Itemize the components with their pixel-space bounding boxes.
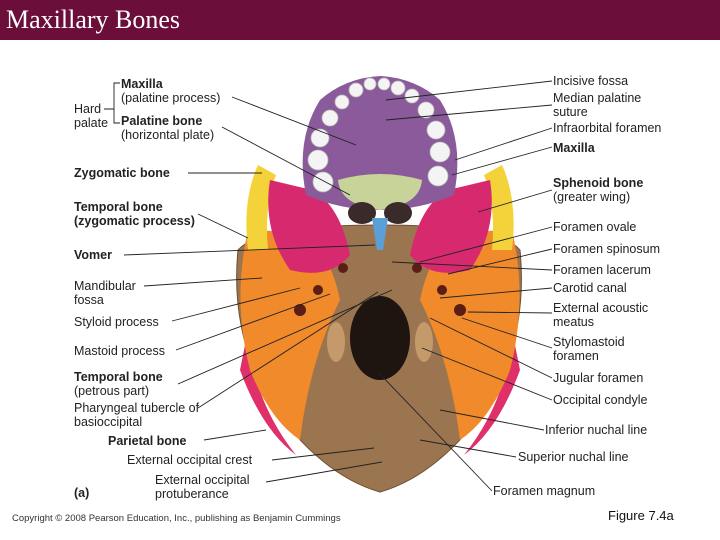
label-maxilla-left-text: Maxilla — [121, 77, 163, 91]
teeth — [307, 77, 451, 193]
label-sphenoid-text: Sphenoid bone — [553, 176, 644, 190]
copyright-text: Copyright © 2008 Pearson Education, Inc.… — [12, 513, 341, 524]
label-hard-palate: Hard palate — [74, 102, 109, 130]
label-maxilla-left-sub: (palatine process) — [121, 91, 221, 105]
label-temporal-zygomatic-sub: (zygomatic process) — [74, 214, 195, 228]
label-jugular-foramen: Jugular foramen — [553, 371, 644, 385]
figure-label: Figure 7.4a — [608, 508, 674, 523]
label-median-palatine-suture: Median palatine suture — [553, 91, 642, 119]
label-palatine-sub: (horizontal plate) — [121, 128, 215, 142]
label-sphenoid-sub: (greater wing) — [553, 190, 631, 204]
label-superior-nuchal-line: Superior nuchal line — [518, 450, 629, 464]
occipital-condyle-left — [327, 322, 345, 362]
vomer-shape — [372, 218, 388, 250]
label-temporal-zygomatic: Temporal bone (zygomatic process) — [74, 200, 195, 228]
skull-inferior-view — [104, 76, 553, 493]
label-incisive-fossa: Incisive fossa — [553, 74, 629, 88]
occipital-condyle-right — [415, 322, 433, 362]
sphenoid-left-shape — [268, 180, 350, 273]
label-maxilla-left: Maxilla (palatine process) — [121, 77, 220, 105]
label-inferior-nuchal-line: Inferior nuchal line — [545, 423, 648, 437]
foramina — [294, 263, 466, 316]
label-carotid-canal: Carotid canal — [553, 281, 627, 295]
label-occipital-condyle: Occipital condyle — [553, 393, 648, 407]
label-ext-occipital-protuberance: External occipital protuberance — [155, 473, 250, 501]
label-foramen-lacerum: Foramen lacerum — [553, 263, 651, 277]
label-ext-occipital-crest: External occipital crest — [127, 453, 253, 467]
zygomatic-right-shape — [484, 165, 514, 250]
label-external-acoustic-meatus: External acoustic meatus — [553, 301, 649, 329]
sphenoid-right-shape — [410, 180, 492, 273]
label-mastoid: Mastoid process — [74, 344, 166, 358]
left-choana — [348, 202, 376, 224]
label-stylomastoid-foramen: Stylomastoid foramen — [553, 335, 625, 363]
label-styloid: Styloid process — [74, 315, 159, 329]
label-palatine: Palatine bone (horizontal plate) — [121, 114, 214, 142]
page-title: Maxillary Bones — [6, 5, 181, 34]
label-pharyngeal-tubercle: Pharyngeal tubercle of basioccipital — [74, 401, 200, 429]
label-foramen-spinosum: Foramen spinosum — [553, 242, 660, 256]
label-infraorbital-foramen: Infraorbital foramen — [553, 121, 662, 135]
label-temporal-zygomatic-text: Temporal bone — [74, 200, 163, 214]
label-mandibular-fossa: Mandibular fossa — [74, 279, 136, 307]
label-part-a: (a) — [74, 486, 90, 500]
foramen-magnum-shape — [350, 296, 410, 380]
palatine-shape — [338, 174, 422, 210]
label-foramen-magnum: Foramen magnum — [493, 484, 596, 498]
label-temporal-petrous: Temporal bone (petrous part) — [74, 370, 163, 398]
label-palatine-text: Palatine bone — [121, 114, 203, 128]
label-maxilla-right: Maxilla — [553, 141, 595, 155]
label-vomer: Vomer — [74, 248, 112, 262]
label-temporal-petrous-sub: (petrous part) — [74, 384, 150, 398]
title-bar: Maxillary Bones — [0, 0, 720, 40]
label-sphenoid: Sphenoid bone (greater wing) — [553, 176, 643, 204]
temporal-right-shape — [420, 230, 520, 440]
zygomatic-left-shape — [246, 165, 276, 250]
label-temporal-petrous-text: Temporal bone — [74, 370, 163, 384]
leader-lines — [104, 80, 553, 492]
right-choana — [384, 202, 412, 224]
label-parietal: Parietal bone — [108, 434, 187, 448]
label-zygomatic: Zygomatic bone — [74, 166, 170, 180]
label-foramen-ovale: Foramen ovale — [553, 220, 637, 234]
